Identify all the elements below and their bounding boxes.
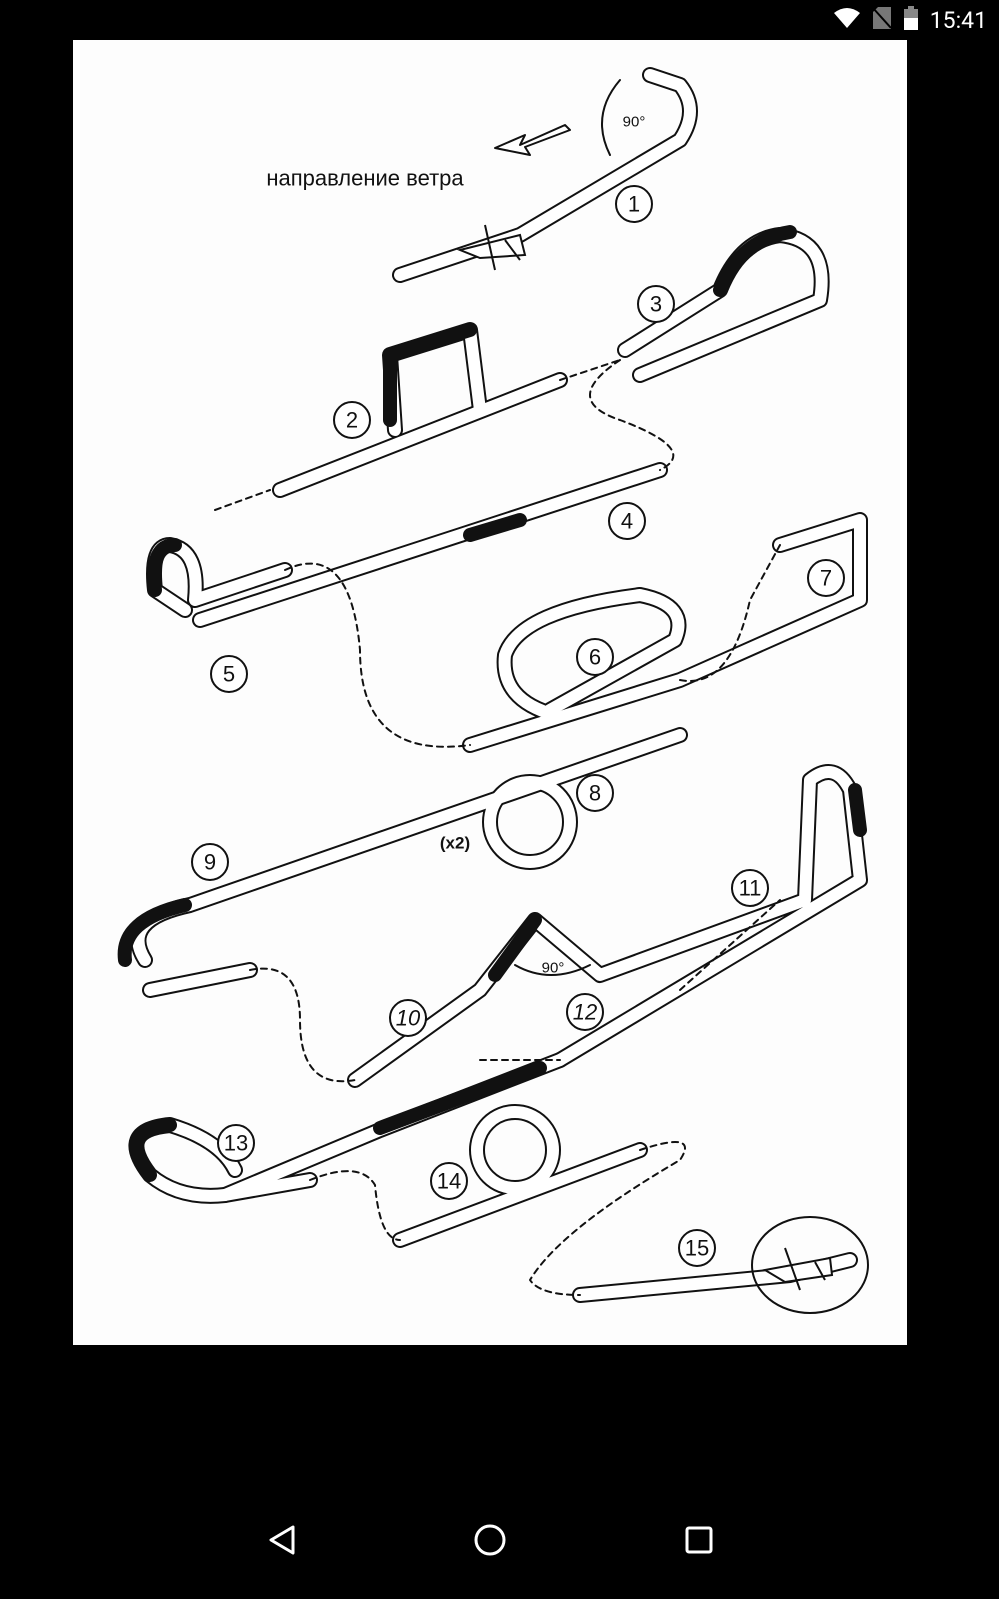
clock: 15:41 — [929, 6, 987, 34]
figure-number: 10 — [396, 1006, 421, 1031]
home-icon — [474, 1524, 506, 1556]
angle-label: 90° — [542, 960, 565, 977]
recents-icon — [685, 1526, 713, 1554]
figure-number: 4 — [621, 509, 633, 534]
back-button[interactable] — [252, 1510, 312, 1570]
airplane-icon — [762, 1247, 834, 1291]
aerobatics-diagram-image[interactable]: направление ветра 90° 90° (x2) 1 2 3 4 5… — [73, 40, 907, 1345]
navigation-bar — [0, 1490, 999, 1599]
airplane-icon — [456, 224, 527, 271]
dashed-transitions — [214, 359, 781, 1296]
wind-arrow-icon — [494, 124, 571, 156]
wind-direction-label: направление ветра — [266, 166, 464, 191]
figure-number: 14 — [437, 1169, 461, 1194]
aerobatics-diagram: направление ветра 90° 90° (x2) 1 2 3 4 5… — [117, 67, 869, 1314]
figure-number: 6 — [589, 645, 601, 670]
figure-number: 5 — [223, 662, 235, 687]
recents-button[interactable] — [669, 1510, 729, 1570]
wifi-icon — [833, 7, 860, 34]
image-viewer[interactable]: направление ветра 90° 90° (x2) 1 2 3 4 5… — [0, 40, 999, 1490]
no-sim-icon — [871, 6, 892, 35]
status-bar: 15:41 — [0, 0, 999, 40]
home-button[interactable] — [460, 1510, 520, 1570]
repeat-label: (x2) — [440, 834, 470, 853]
figure-number: 2 — [346, 408, 358, 433]
figure-number: 15 — [685, 1236, 709, 1261]
battery-icon — [903, 5, 918, 35]
figure-number: 12 — [573, 1000, 597, 1025]
angle-label: 90° — [623, 114, 646, 131]
figure-number: 1 — [628, 192, 640, 217]
figure-number: 3 — [650, 292, 662, 317]
figure-number: 7 — [820, 566, 832, 591]
figure-number: 13 — [224, 1131, 248, 1156]
figure-number: 11 — [739, 876, 762, 901]
figure-number: 9 — [204, 850, 216, 875]
back-icon — [269, 1525, 295, 1555]
figure-number: 8 — [589, 781, 601, 806]
